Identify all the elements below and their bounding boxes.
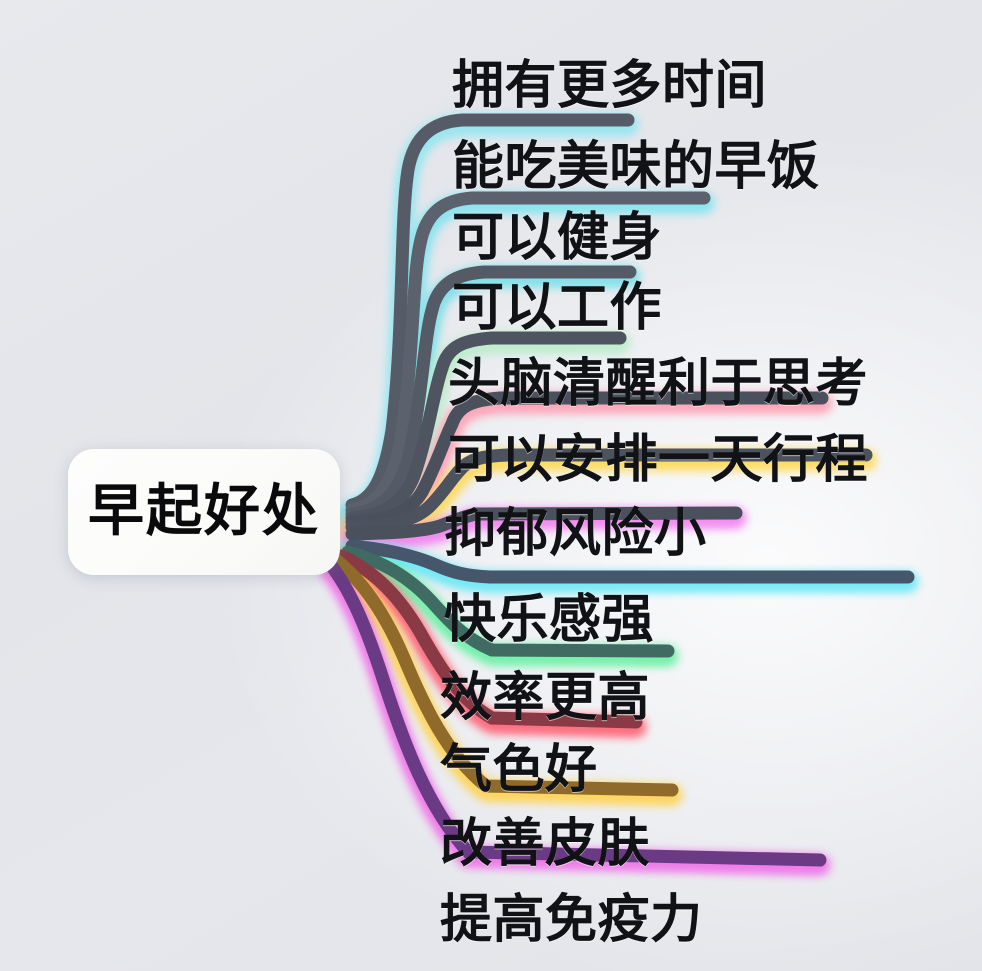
branch-label-5[interactable]: 头脑清醒利于思考 [448, 354, 869, 414]
branch-label-12[interactable]: 提高免疫力 [440, 890, 703, 950]
branch-line-2[interactable] [345, 191, 711, 517]
branch-label-7[interactable]: 抑郁风险小 [444, 504, 707, 564]
branch-label-11[interactable]: 改善皮肤 [440, 814, 651, 874]
branch-line-4[interactable] [345, 331, 627, 525]
branch-label-2[interactable]: 能吃美味的早饭 [452, 137, 820, 197]
branch-line-1[interactable] [345, 113, 635, 512]
center-node-label: 早起好处 [88, 479, 320, 544]
branch-line-11[interactable] [329, 553, 679, 797]
branch-line-5[interactable] [345, 391, 829, 529]
branch-line-6[interactable] [345, 448, 873, 534]
branch-line-7[interactable] [345, 506, 743, 541]
branch-label-10[interactable]: 气色好 [440, 740, 598, 800]
branch-label-1[interactable]: 拥有更多时间 [452, 56, 768, 116]
branch-label-3[interactable]: 可以健身 [452, 208, 663, 268]
branch-line-12[interactable] [323, 557, 827, 867]
center-node[interactable]: 早起好处 [68, 449, 340, 575]
branch-line-10[interactable] [335, 549, 643, 729]
branch-line-layer [323, 113, 915, 867]
branch-label-9[interactable]: 效率更高 [440, 668, 651, 728]
branch-line-9[interactable] [341, 545, 675, 658]
branch-line-8[interactable] [345, 539, 915, 584]
branch-line-3[interactable] [345, 265, 637, 521]
branch-label-6[interactable]: 可以安排一天行程 [448, 430, 869, 490]
branch-label-8[interactable]: 快乐感强 [444, 590, 655, 650]
branch-label-4[interactable]: 可以工作 [452, 278, 663, 338]
